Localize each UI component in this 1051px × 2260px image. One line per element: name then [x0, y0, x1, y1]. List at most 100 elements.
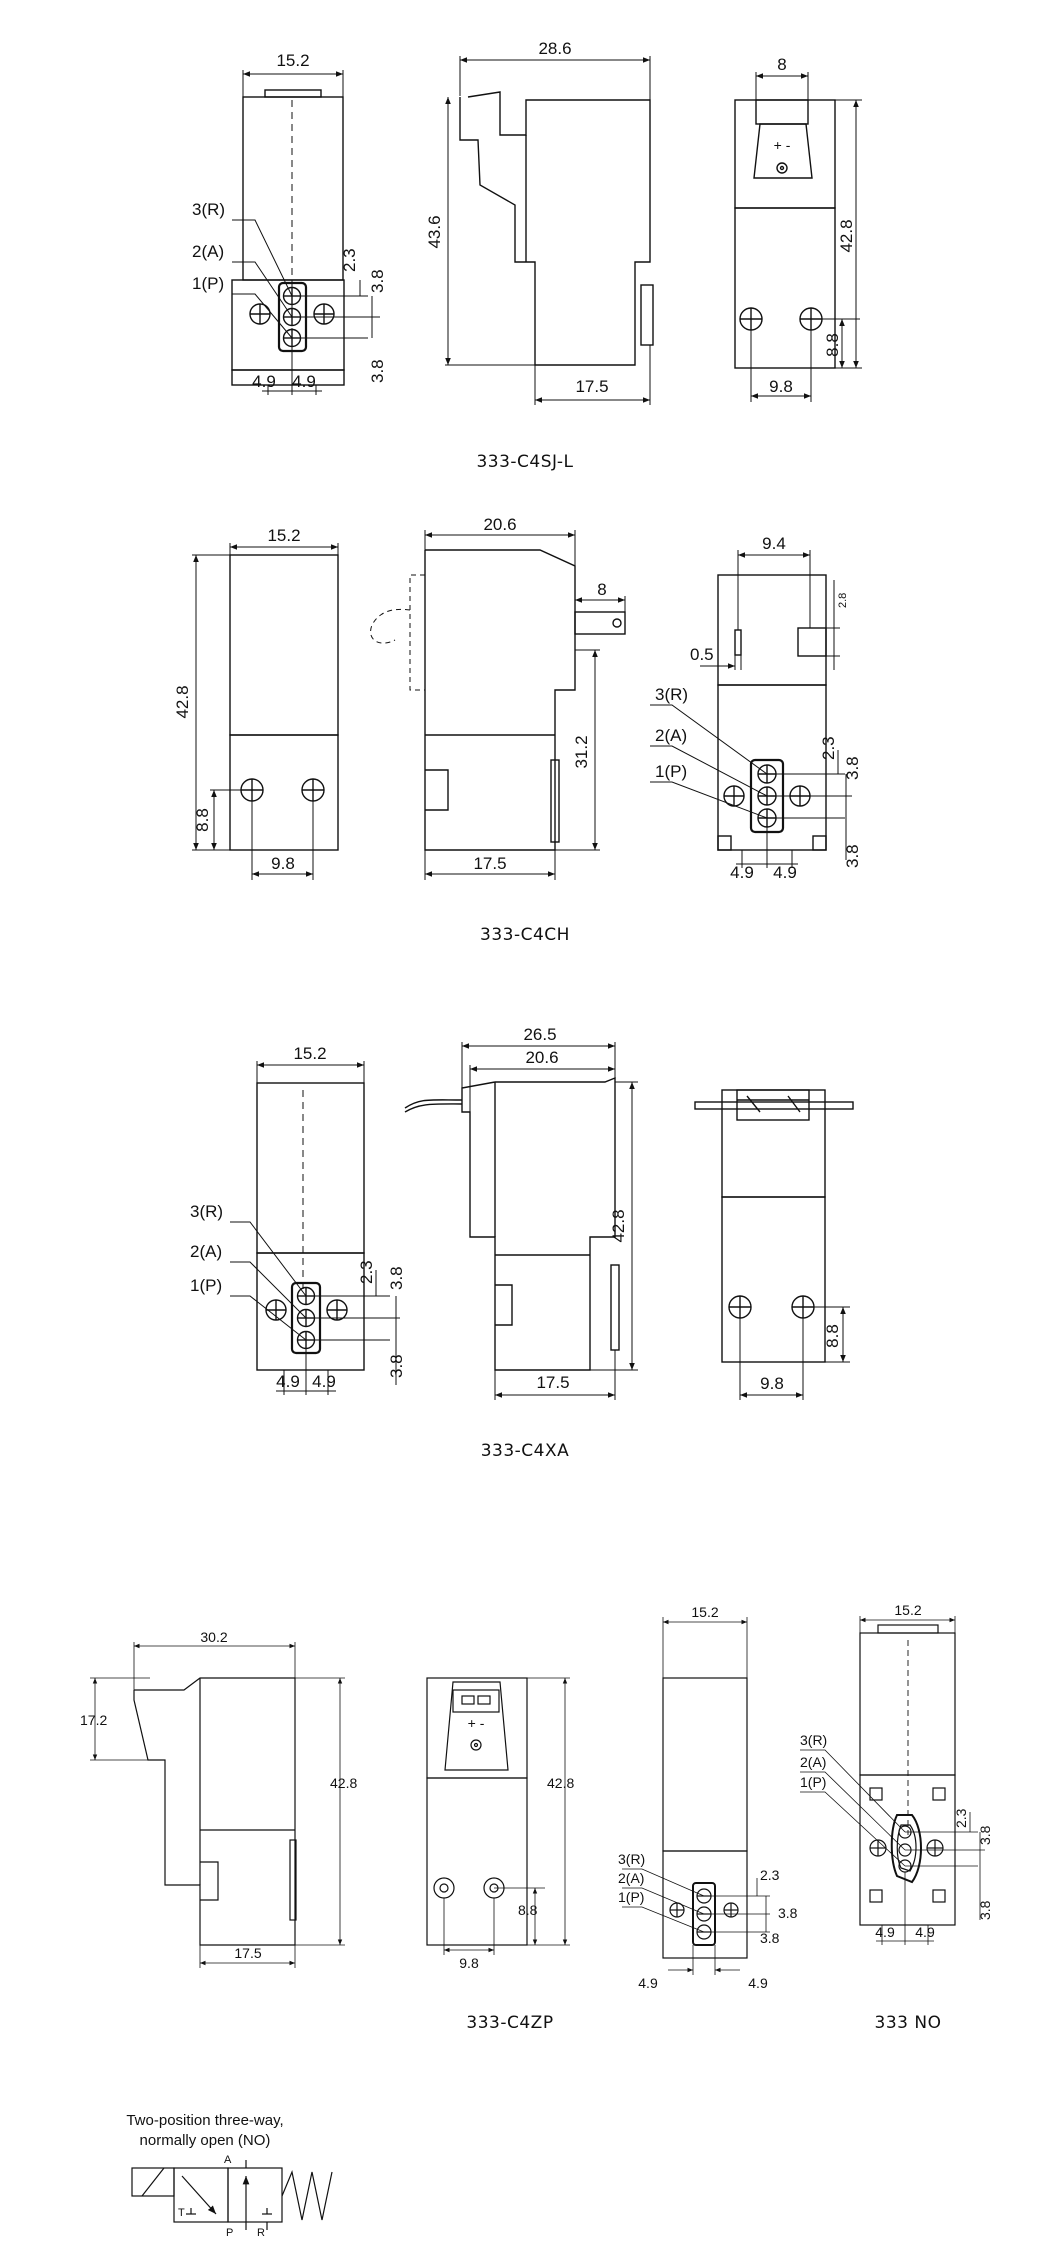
c4ch-body-dim: 17.5 [473, 854, 506, 873]
c4xa-overall-length-dim: 26.5 [523, 1025, 556, 1044]
caption-333-c4xa: 333-C4XA [481, 1441, 570, 1461]
no-dim-4-9b: 4.9 [915, 1924, 935, 1940]
c4sj-length-dim: 28.6 [538, 39, 571, 58]
c4xa-port-3r: 3(R) [190, 1202, 223, 1221]
view-c4xa-front [230, 1061, 400, 1395]
c4ch-port-1p: 1(P) [655, 762, 687, 781]
view-c4ch-end [650, 550, 852, 868]
c4zp-port-3r: 3(R) [618, 1851, 645, 1867]
c4ch-width-dim: 15.2 [267, 526, 300, 545]
c4sj-port-2a: 2(A) [192, 242, 224, 261]
caption-333-no: 333 NO [875, 2013, 942, 2033]
no-dim-3-8a: 3.8 [977, 1825, 993, 1845]
c4zp-dim-2-3: 2.3 [760, 1867, 780, 1883]
no-dim-3-8b: 3.8 [977, 1900, 993, 1920]
view-c4zp-front [622, 1617, 770, 1975]
c4xa-dim-3-8a: 3.8 [387, 1266, 406, 1290]
c4zp-mount-height-dim: 8.8 [518, 1902, 538, 1918]
view-c4xa-side [404, 1042, 638, 1400]
view-c4sj-end [734, 72, 862, 402]
c4sj-body-dim: 17.5 [575, 377, 608, 396]
no-port-2a: 2(A) [800, 1754, 826, 1770]
view-c4ch-front [192, 543, 339, 880]
view-c4zp-end [426, 1677, 570, 1955]
c4zp-dim-3-8b: 3.8 [760, 1930, 780, 1946]
symbol-port-t: T [178, 2207, 185, 2219]
valve-symbol-2-3-no [131, 2160, 333, 2230]
c4ch-pin-spacing-dim: 9.4 [762, 534, 786, 553]
view-c4sj-front [231, 70, 380, 395]
c4zp-coil-height-dim: 17.2 [80, 1712, 107, 1728]
c4sj-dim-4-9b: 4.9 [292, 372, 316, 391]
c4xa-mount-spacing-dim: 9.8 [760, 1374, 784, 1393]
c4xa-dim-3-8b: 3.8 [387, 1354, 406, 1378]
c4sj-mount-spacing-dim: 9.8 [769, 377, 793, 396]
view-c4zp-side [90, 1642, 345, 1968]
c4sj-height-dim: 43.6 [425, 215, 444, 248]
c4ch-terminal-dim: 8 [597, 580, 606, 599]
c4sj-dim-3-8a: 3.8 [368, 269, 387, 293]
symbol-port-a: A [224, 2154, 232, 2166]
c4zp-dim-3-8a: 3.8 [778, 1905, 798, 1921]
c4zp-polarity-label: + - [468, 1715, 485, 1731]
c4zp-body-dim: 17.5 [234, 1945, 261, 1961]
c4ch-port-3r: 3(R) [655, 685, 688, 704]
c4ch-dim-3-8a: 3.8 [843, 756, 862, 780]
c4zp-height-dim: 42.8 [330, 1775, 357, 1791]
c4xa-dim-4-9a: 4.9 [276, 1372, 300, 1391]
c4ch-port-2a: 2(A) [655, 726, 687, 745]
no-dim-2-3: 2.3 [953, 1808, 969, 1828]
c4sj-dim-2-3: 2.3 [340, 248, 359, 272]
no-dim-4-9a: 4.9 [875, 1924, 895, 1940]
c4xa-port-1p: 1(P) [190, 1276, 222, 1295]
caption-333-c4sj-l: 333-C4SJ-L [476, 452, 573, 472]
c4xa-body-length-dim: 20.6 [525, 1048, 558, 1067]
view-c4xa-end [694, 1089, 854, 1400]
c4ch-pin-thickness-dim: 0.5 [690, 645, 714, 664]
c4zp-length-dim: 30.2 [200, 1629, 227, 1645]
c4xa-dim-2-3: 2.3 [357, 1260, 376, 1284]
c4ch-length-dim: 20.6 [483, 515, 516, 534]
c4sj-port-3r: 3(R) [192, 200, 225, 219]
c4xa-port-2a: 2(A) [190, 1242, 222, 1261]
c4xa-dim-4-9b: 4.9 [312, 1372, 336, 1391]
c4zp-width-dim: 15.2 [691, 1604, 718, 1620]
c4ch-pin-height-dim: 2.8 [837, 593, 849, 608]
c4ch-mount-spacing-dim: 9.8 [271, 854, 295, 873]
c4ch-dim-3-8b: 3.8 [843, 844, 862, 868]
c4zp-dim-4-9b: 4.9 [748, 1975, 768, 1991]
c4xa-body-dim: 17.5 [536, 1373, 569, 1392]
c4sj-width-dim: 15.2 [276, 51, 309, 70]
c4sj-dim-4-9a: 4.9 [252, 372, 276, 391]
no-port-1p: 1(P) [800, 1774, 826, 1790]
c4xa-mount-height-dim: 8.8 [823, 1324, 842, 1348]
c4xa-width-dim: 15.2 [293, 1044, 326, 1063]
c4zp-mount-spacing-dim: 9.8 [459, 1955, 479, 1971]
c4sj-polarity-label: + - [774, 137, 791, 153]
c4ch-mount-height-dim: 8.8 [193, 808, 212, 832]
no-port-3r: 3(R) [800, 1732, 827, 1748]
c4ch-dim-2-3: 2.3 [819, 736, 838, 760]
symbol-port-r: R [257, 2227, 265, 2239]
c4ch-dim-4-9b: 4.9 [773, 863, 797, 882]
view-333-no-front [800, 1616, 985, 1945]
view-c4ch-side [370, 530, 626, 880]
c4zp-end-height-dim: 42.8 [547, 1775, 574, 1791]
c4sj-end-height-dim: 42.8 [837, 219, 856, 252]
c4sj-mount-height-dim: 8.8 [823, 333, 842, 357]
c4sj-coil-width-dim: 8 [777, 55, 786, 74]
c4zp-dim-4-9a: 4.9 [638, 1975, 658, 1991]
c4zp-port-2a: 2(A) [618, 1870, 644, 1886]
c4ch-dim-4-9a: 4.9 [730, 863, 754, 882]
view-c4sj-side [445, 56, 654, 405]
c4sj-dim-3-8b: 3.8 [368, 359, 387, 383]
c4sj-port-1p: 1(P) [192, 274, 224, 293]
no-width-dim: 15.2 [894, 1602, 921, 1618]
symbol-subtitle: normally open (NO) [140, 2132, 271, 2149]
caption-333-c4zp: 333-C4ZP [466, 2013, 553, 2033]
c4ch-terminal-height-dim: 31.2 [572, 735, 591, 768]
symbol-title: Two-position three-way, [126, 2112, 283, 2129]
c4zp-port-1p: 1(P) [618, 1889, 644, 1905]
c4ch-height-dim: 42.8 [173, 685, 192, 718]
